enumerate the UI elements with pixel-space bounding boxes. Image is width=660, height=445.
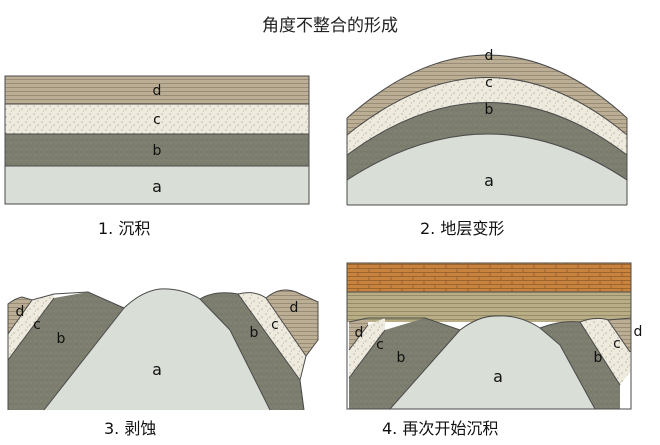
panel-deposition: d c b a	[4, 75, 310, 205]
caption-panel-4: 4. 再次开始沉积	[382, 419, 498, 438]
layer-c	[5, 104, 309, 134]
layer-b	[5, 134, 309, 166]
layer-b	[200, 292, 304, 410]
layer-a	[5, 166, 309, 204]
panel-erosion: d c b a b c d	[7, 288, 319, 411]
caption-panel-1: 1. 沉积	[98, 219, 150, 238]
layer-label-c: c	[376, 337, 384, 353]
layer-label-c: c	[271, 317, 279, 333]
caption-panel-3: 3. 剥蚀	[104, 419, 156, 438]
layer-label-c: c	[485, 75, 493, 91]
layer-c	[238, 292, 306, 380]
layer-label-b: b	[153, 143, 162, 159]
layer-label-c: c	[613, 336, 621, 352]
layer-label-d: d	[153, 83, 162, 99]
layer-label-a: a	[152, 360, 162, 379]
panel-4-frame	[346, 262, 632, 410]
caption-panel-2: 2. 地层变形	[420, 219, 504, 238]
layer-label-c: c	[33, 317, 41, 333]
layer-label-c: c	[153, 112, 161, 128]
layer-label-a: a	[152, 177, 162, 196]
layer-b	[349, 318, 460, 409]
layer-d	[347, 55, 627, 135]
layer-label-a: a	[493, 367, 503, 386]
panel-folding: d c b a	[346, 48, 628, 206]
layer-label-d: d	[355, 325, 364, 341]
layer-b	[347, 102, 627, 180]
layer-a	[44, 288, 270, 410]
layer-label-b: b	[397, 350, 406, 366]
layer-label-d: d	[290, 300, 299, 316]
new-layer-top	[347, 263, 631, 292]
layer-c	[347, 77, 627, 155]
layer-label-d: d	[16, 304, 25, 320]
layer-label-b: b	[57, 331, 66, 347]
layer-a	[347, 134, 627, 205]
layer-d	[349, 318, 368, 350]
layer-label-b: b	[250, 325, 259, 341]
layer-label-d: d	[634, 324, 643, 340]
layer-label-d: d	[485, 48, 494, 64]
layer-a	[390, 315, 595, 409]
layer-d	[5, 76, 309, 104]
diagram-title: 角度不整合的形成	[262, 16, 398, 36]
layer-c	[8, 294, 54, 360]
layer-c	[349, 318, 385, 378]
layer-label-a: a	[484, 171, 494, 190]
layer-b	[540, 321, 620, 409]
layer-label-b: b	[485, 102, 494, 118]
layer-d	[266, 290, 318, 356]
layer-d	[608, 318, 631, 352]
layer-label-b: b	[594, 350, 603, 366]
panel-renewed-deposition	[347, 263, 631, 409]
layer-c	[580, 318, 630, 385]
